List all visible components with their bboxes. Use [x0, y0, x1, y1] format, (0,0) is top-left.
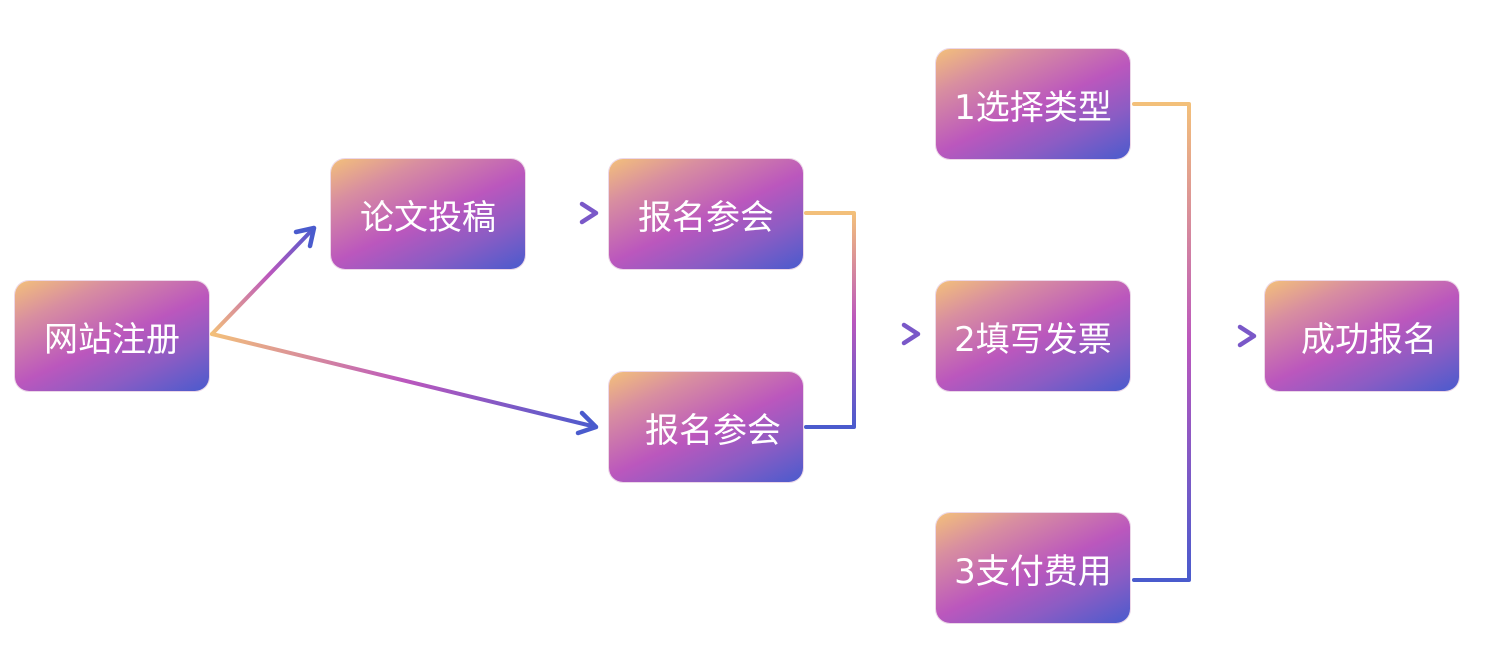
node-register[interactable]: 网站注册	[15, 281, 209, 391]
node-signup-bottom-label: 报名参会	[645, 410, 781, 451]
arrow-paper-to-signup	[528, 201, 599, 225]
node-step1-label: 1选择类型	[954, 87, 1112, 128]
node-step2-invoice[interactable]: 2填写发票	[936, 281, 1130, 391]
node-step3-label: 3支付费用	[954, 551, 1112, 592]
node-register-label: 网站注册	[44, 319, 180, 360]
node-submit-paper-label: 论文投稿	[360, 197, 496, 238]
arrow-register-to-signup	[210, 332, 599, 436]
bracket-steps-to-success	[1132, 102, 1257, 582]
node-step2-label: 2填写发票	[954, 319, 1112, 360]
node-signup-top[interactable]: 报名参会	[609, 159, 803, 269]
node-signup-top-label: 报名参会	[638, 197, 774, 238]
node-success-label: 成功报名	[1301, 319, 1437, 360]
node-step1-select-type[interactable]: 1选择类型	[936, 49, 1130, 159]
node-submit-paper[interactable]: 论文投稿	[331, 159, 525, 269]
bracket-signup-to-invoice	[804, 211, 921, 429]
node-step3-payment[interactable]: 3支付费用	[936, 513, 1130, 623]
node-success[interactable]: 成功报名	[1265, 281, 1459, 391]
arrow-register-to-paper	[210, 225, 317, 336]
node-signup-bottom[interactable]: 报名参会	[609, 372, 803, 482]
